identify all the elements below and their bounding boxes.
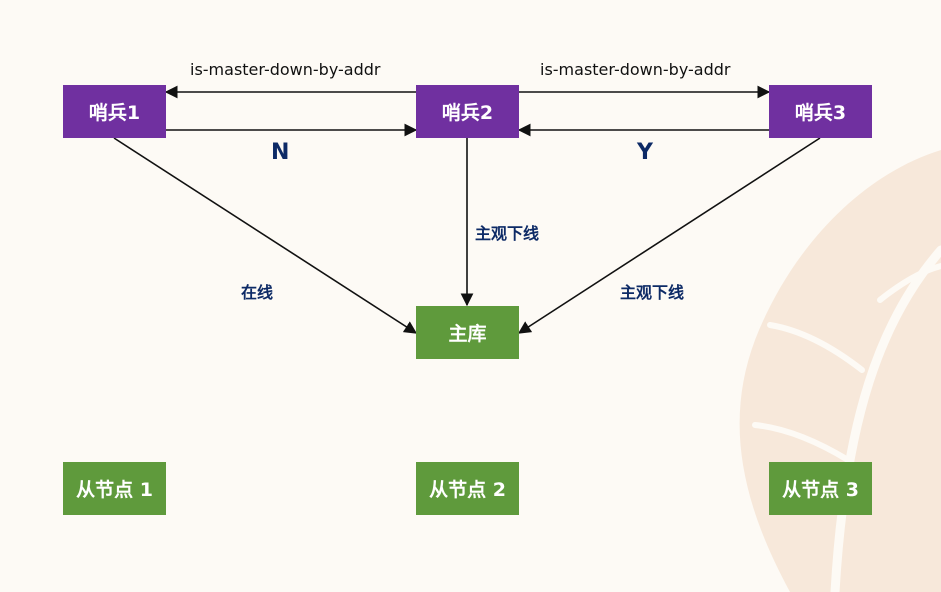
sentinel-2-node: 哨兵2 <box>416 85 519 138</box>
arrow-sentinel1-to-master <box>113 137 418 334</box>
replica-3-node: 从节点 3 <box>769 462 872 515</box>
vote-no-label: N <box>271 140 290 165</box>
protocol-label-right: is-master-down-by-addr <box>540 60 731 79</box>
sentinel-3-node: 哨兵3 <box>769 85 872 138</box>
protocol-label-left: is-master-down-by-addr <box>190 60 381 79</box>
vote-yes-label: Y <box>637 140 653 165</box>
sentinel-1-node: 哨兵1 <box>63 85 166 138</box>
replica-1-node: 从节点 1 <box>63 462 166 515</box>
sentinel-1-status-label: 在线 <box>241 283 274 302</box>
master-node: 主库 <box>416 306 519 359</box>
leaf-watermark-icon <box>739 150 941 592</box>
arrow-sentinel3-to-master <box>517 137 821 334</box>
replica-2-node: 从节点 2 <box>416 462 519 515</box>
sentinel-3-status-label: 主观下线 <box>620 283 685 302</box>
sentinel-2-status-label: 主观下线 <box>475 224 540 243</box>
